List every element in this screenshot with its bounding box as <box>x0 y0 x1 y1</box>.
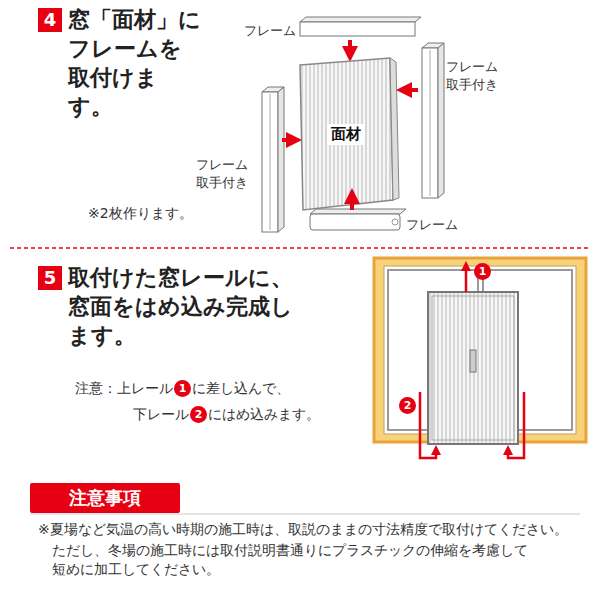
arrow <box>282 138 294 142</box>
callout-number-text: 2 <box>190 406 207 423</box>
panel-face <box>300 58 393 210</box>
arrow <box>348 40 352 54</box>
panel-label: 面材 <box>331 125 361 144</box>
arrow <box>508 392 524 458</box>
callout-number: 2 <box>399 397 416 414</box>
banner-text: 注意事項 <box>46 483 164 513</box>
rule <box>30 514 580 515</box>
caution-note: ただし、冬場の施工時には取付説明書通りにプラスチックの伸縮を考慮して短めに加工し… <box>52 541 534 579</box>
screen-panel <box>428 292 518 444</box>
part-name: フレーム取手付き <box>196 156 254 192</box>
arrow <box>465 266 468 292</box>
handle <box>470 350 476 372</box>
arrow <box>350 196 354 210</box>
step-number-text: 5 <box>38 266 62 290</box>
arrow <box>420 392 436 458</box>
instruction-text: に差し込んで、 <box>192 378 290 398</box>
step-heading: 窓「面材」にフレームを取付けます。 <box>68 5 202 121</box>
part-name: フレーム <box>244 22 296 40</box>
callout-number-text: 1 <box>474 263 491 280</box>
right-frame <box>422 43 444 198</box>
step-number: 5取付けた窓レールに、窓面をはめ込み完成します。 <box>38 266 62 290</box>
top-frame <box>300 17 421 36</box>
callout-number-text: 2 <box>399 397 416 414</box>
instruction-text: 下レール <box>133 404 189 424</box>
part-name: フレーム取手付き <box>446 58 504 94</box>
instruction-text: 注意：上レール <box>75 378 173 398</box>
instruction-text: ※2枚作ります。 <box>88 204 193 223</box>
instruction-text: にはめ込みます。 <box>208 404 320 424</box>
callout-number: 2 <box>190 406 207 423</box>
step-heading: 取付けた窓レールに、窓面をはめ込み完成します。 <box>68 263 308 350</box>
callout-number: 1 <box>174 380 191 397</box>
callout-number: 1 <box>474 263 491 280</box>
step-number-text: 4 <box>38 8 62 32</box>
caution-note: ※夏場など気温の高い時期の施工時は、取説のままの寸法精度で取付けてください。 <box>38 520 590 539</box>
panel-label-box: 面材 <box>327 124 365 145</box>
screen-inner <box>432 296 514 440</box>
left-frame <box>262 87 284 232</box>
bottom-frame <box>310 209 406 230</box>
part-name: フレーム <box>406 216 458 234</box>
step-number: 4窓「面材」にフレームを取付けます。 <box>38 8 62 32</box>
callout-number-text: 1 <box>174 380 191 397</box>
separator <box>10 247 590 249</box>
arrow <box>404 88 418 92</box>
panel-edge <box>390 58 399 200</box>
notice-banner: 注意事項 <box>30 483 180 513</box>
